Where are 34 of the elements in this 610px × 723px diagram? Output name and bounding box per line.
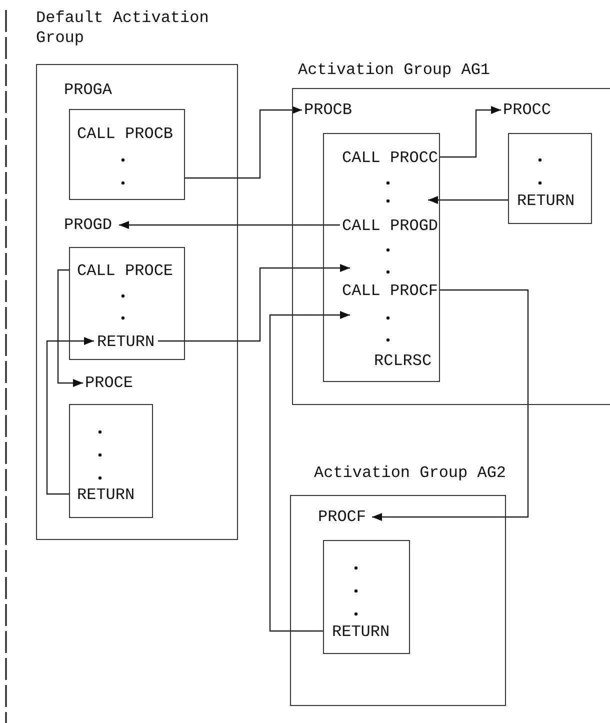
procedure-label: PROCC	[503, 100, 552, 120]
arrow	[440, 106, 501, 158]
program-box	[69, 247, 185, 360]
statement-text: CALL PROGD	[342, 216, 438, 236]
program-box	[69, 404, 153, 518]
group-heading: Activation Group AG2	[314, 463, 506, 483]
arrow	[428, 196, 508, 204]
statement-text: RETURN	[97, 332, 155, 352]
procedure-label: PROGD	[64, 215, 112, 235]
statement-text: RETURN	[517, 191, 575, 211]
program-name: PROGA	[64, 80, 112, 100]
program-box	[69, 109, 185, 200]
procedure-label: PROCE	[85, 373, 134, 393]
group-heading: Default Activation Group	[36, 8, 210, 48]
arrow	[46, 337, 94, 495]
statement-text: CALL PROCE	[77, 261, 174, 281]
arrow	[57, 269, 83, 387]
statement-text: RETURN	[332, 622, 390, 642]
group-heading: Activation Group AG1	[298, 60, 490, 80]
procedure-label: PROCF	[318, 507, 366, 527]
program-box	[508, 133, 592, 224]
arrow	[158, 264, 350, 342]
statement-text: CALL PROCF	[342, 281, 438, 301]
program-box	[323, 540, 410, 654]
statement-text: CALL PROCB	[77, 124, 174, 144]
statement-text: CALL PROCC	[342, 148, 438, 168]
arrow	[119, 221, 340, 229]
program-box	[323, 133, 440, 382]
procedure-label: PROCB	[304, 100, 352, 120]
arrow	[372, 289, 529, 521]
arrow	[185, 106, 302, 179]
statement-text: RCLRSC	[374, 351, 432, 371]
arrow	[269, 311, 350, 632]
statement-text: RETURN	[77, 485, 135, 505]
